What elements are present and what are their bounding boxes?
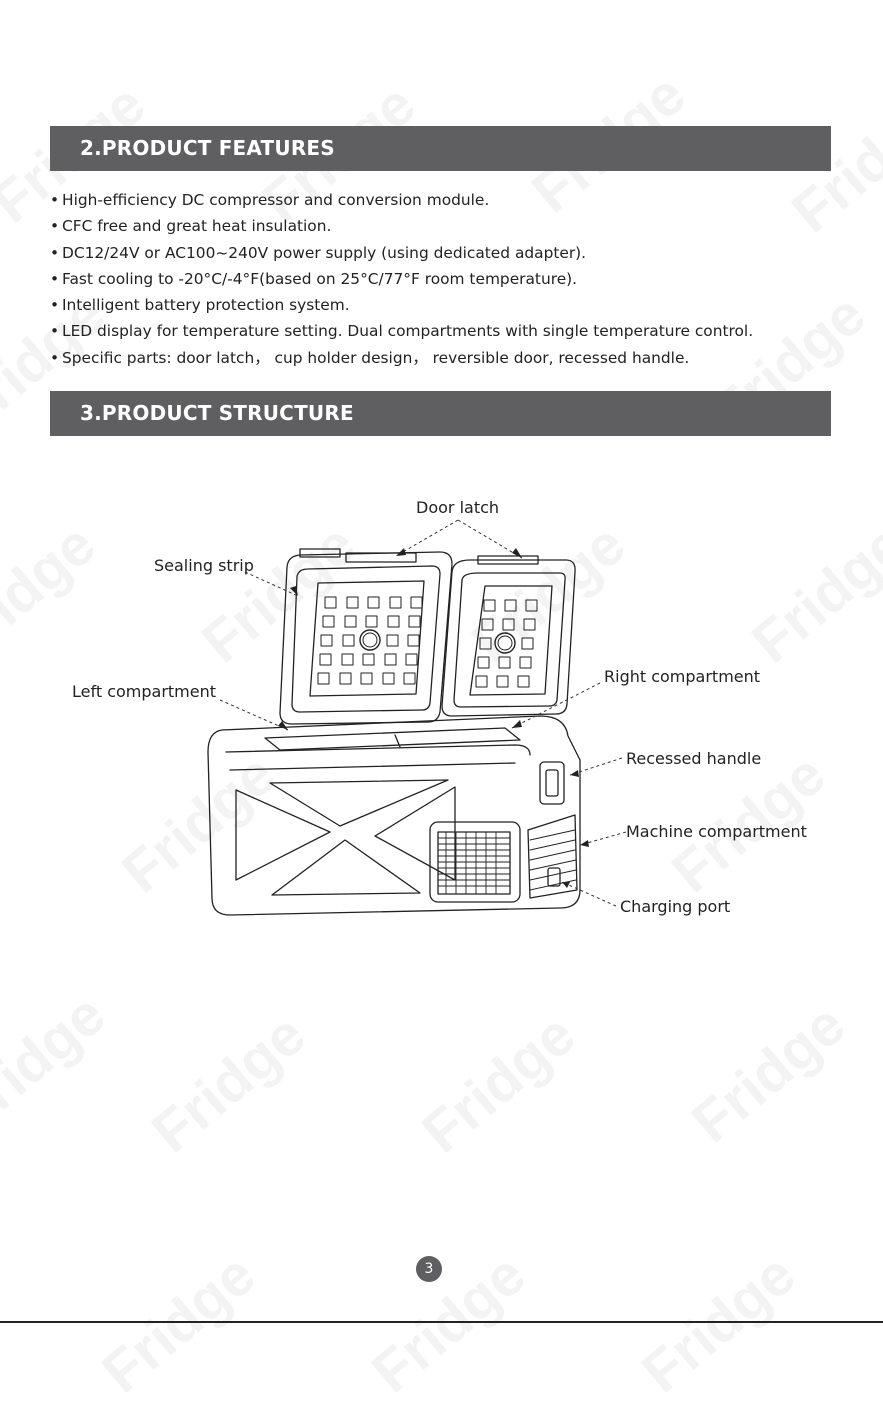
left-lid bbox=[279, 548, 453, 725]
structure-section-header: 3.PRODUCT STRUCTURE bbox=[50, 391, 831, 436]
watermark: Fridge bbox=[359, 1241, 538, 1406]
bullet-icon: • bbox=[50, 269, 60, 288]
right-lid-vents bbox=[475, 599, 538, 688]
callout-leaders bbox=[219, 519, 627, 907]
feature-item: •Specific parts: door latch， cup holder … bbox=[50, 345, 850, 371]
feature-text: High-efficiency DC compressor and conver… bbox=[62, 191, 490, 209]
label-recessed-handle: Recessed handle bbox=[626, 749, 761, 768]
watermark: Fridge bbox=[679, 991, 858, 1156]
feature-text: Intelligent battery protection system. bbox=[62, 296, 350, 315]
label-left-compartment: Left compartment bbox=[72, 682, 216, 701]
bullet-icon: • bbox=[50, 296, 60, 315]
feature-text: LED display for temperature setting. Dua… bbox=[62, 322, 754, 341]
feature-item: •Fast cooling to -20°C/-4°F(based on 25°… bbox=[50, 266, 850, 292]
watermark: Fridge bbox=[629, 1241, 808, 1406]
page-number: 3 bbox=[416, 1256, 442, 1282]
label-charging-port: Charging port bbox=[620, 897, 730, 916]
label-sealing-strip: Sealing strip bbox=[154, 556, 254, 575]
watermark: Fridge bbox=[0, 981, 118, 1146]
feature-text: Fast cooling to -20°C/-4°F(based on 25°C… bbox=[62, 269, 578, 288]
bottom-divider bbox=[0, 1321, 883, 1323]
label-machine-compartment: Machine compartment bbox=[626, 822, 807, 841]
bullet-icon: • bbox=[50, 243, 60, 262]
feature-text: DC12/24V or AC100~240V power supply (usi… bbox=[62, 243, 587, 262]
feature-item: •High-efficiency DC compressor and conve… bbox=[50, 187, 850, 213]
bullet-icon: • bbox=[50, 348, 60, 367]
features-section-title: 2.PRODUCT FEATURES bbox=[80, 136, 335, 160]
fridge-structure-diagram: Door latch Sealing strip Left compartmen… bbox=[72, 498, 807, 916]
feature-text: CFC free and great heat insulation. bbox=[62, 217, 332, 236]
label-door-latch: Door latch bbox=[416, 498, 499, 517]
bullet-icon: • bbox=[50, 191, 60, 209]
left-lid-vents bbox=[317, 596, 423, 685]
fridge-body bbox=[207, 715, 581, 916]
features-section-header: 2.PRODUCT FEATURES bbox=[50, 126, 831, 171]
features-list: •High-efficiency DC compressor and conve… bbox=[50, 187, 850, 371]
label-right-compartment: Right compartment bbox=[604, 667, 760, 686]
callout-arrowheads bbox=[278, 548, 589, 888]
feature-text: Specific parts: door latch， cup holder d… bbox=[62, 348, 690, 367]
watermark: Fridge bbox=[139, 1001, 318, 1166]
watermark: Fridge bbox=[409, 1001, 588, 1166]
structure-section-title: 3.PRODUCT STRUCTURE bbox=[80, 401, 354, 425]
feature-item: •LED display for temperature setting. Du… bbox=[50, 318, 850, 344]
watermark: Fridge bbox=[89, 1241, 268, 1406]
bullet-icon: • bbox=[50, 322, 60, 341]
bullet-icon: • bbox=[50, 217, 60, 236]
feature-item: •DC12/24V or AC100~240V power supply (us… bbox=[50, 240, 850, 266]
feature-item: •Intelligent battery protection system. bbox=[50, 292, 850, 318]
feature-item: •CFC free and great heat insulation. bbox=[50, 213, 850, 239]
right-lid bbox=[441, 555, 576, 717]
